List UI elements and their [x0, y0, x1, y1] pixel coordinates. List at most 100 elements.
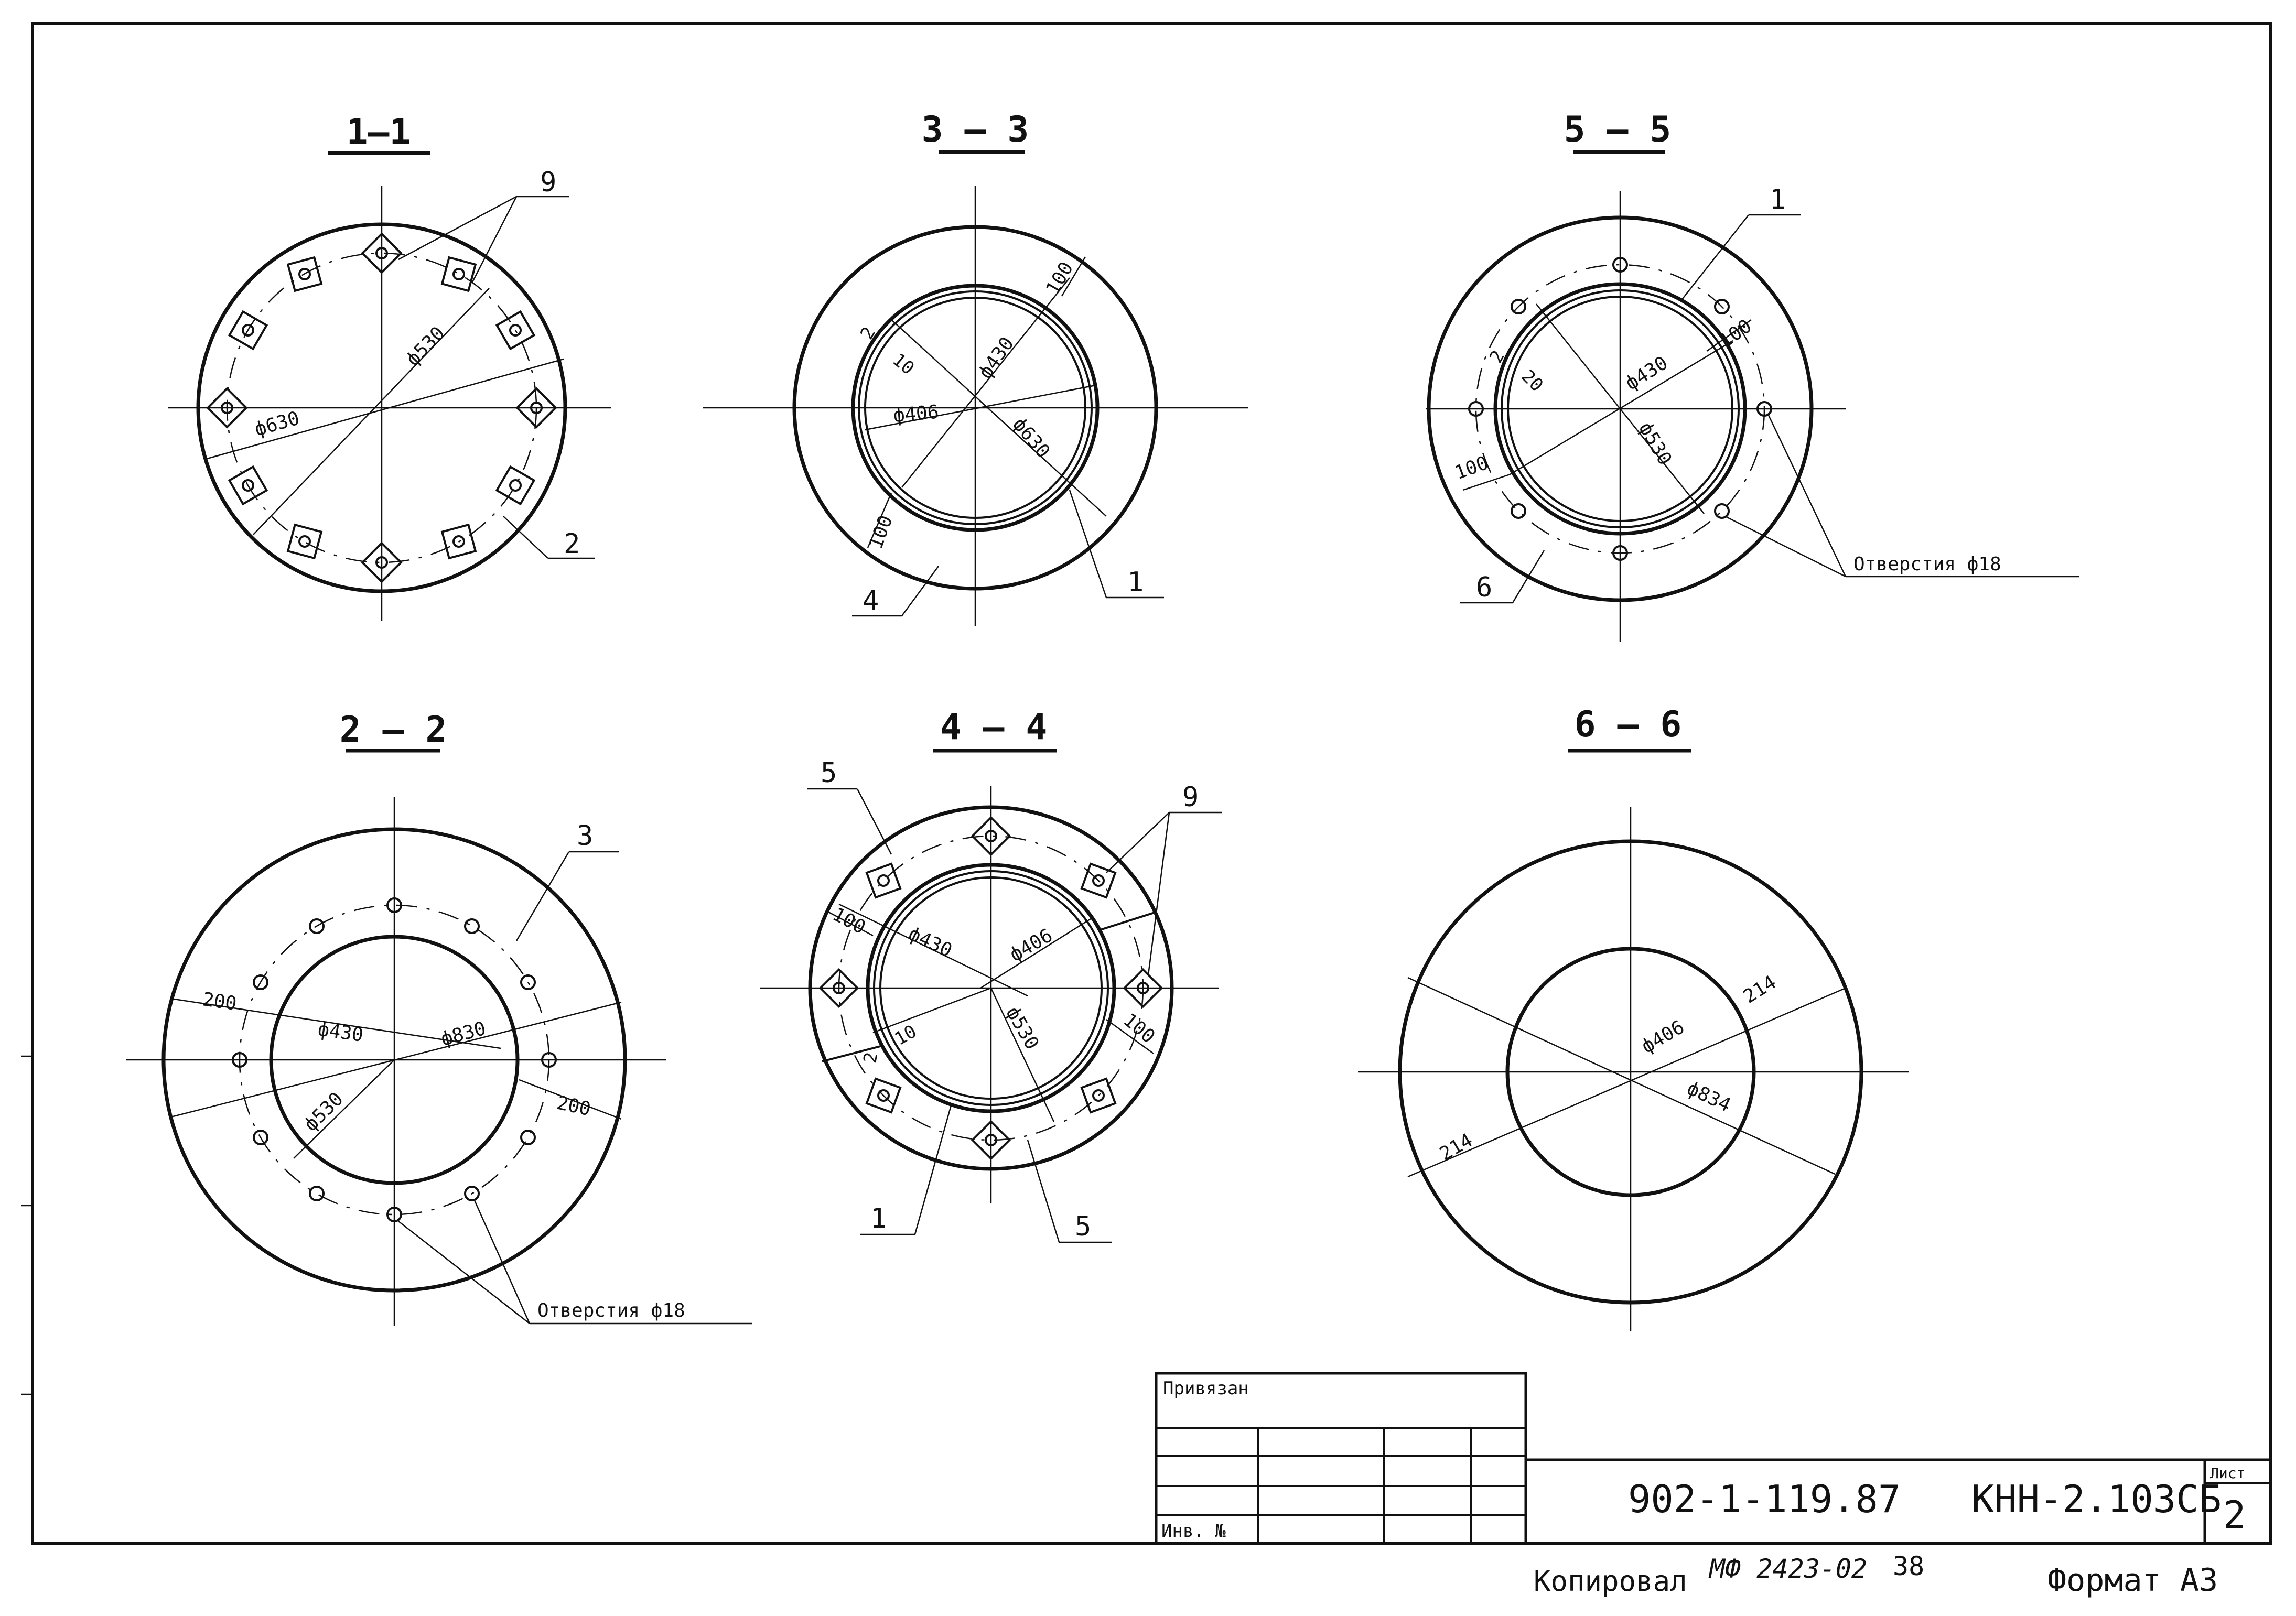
section-title: 5 – 5 — [1564, 109, 1672, 150]
part-number: 9 — [540, 167, 556, 198]
format-label: Формат А3 — [2047, 1562, 2218, 1599]
dim-label: 100 — [1119, 1009, 1159, 1047]
plate-outer — [1398, 839, 1863, 1305]
bolt-set — [206, 232, 557, 583]
dim-line — [838, 903, 1028, 997]
part-number: 2 — [564, 528, 580, 560]
sheet-label: Лист — [2210, 1465, 2245, 1482]
ring-split — [1098, 911, 1157, 931]
dim-line — [865, 384, 1096, 431]
dim-label: 10 — [888, 349, 918, 379]
dim-label: ф430 — [317, 1018, 365, 1046]
pipe-outer — [851, 284, 1100, 532]
section-5-5: 5 – 5 2 20 ф430 100 ф530 100 1 6 — [1426, 109, 2079, 642]
pipe-wall — [858, 290, 1093, 525]
section-title: 2 – 2 — [340, 709, 447, 751]
leader-line — [901, 566, 940, 616]
dim-label: ф630 — [252, 407, 302, 440]
bolt-set — [818, 816, 1163, 1161]
pipe-wall — [873, 870, 1109, 1106]
dim-line — [1407, 977, 1836, 1175]
dim-line — [1510, 340, 1733, 475]
plate-inner — [1505, 947, 1756, 1197]
leader-line — [1724, 515, 1846, 578]
leader-line — [914, 1103, 953, 1235]
part-number: 9 — [1182, 782, 1199, 813]
hole-set — [1468, 257, 1772, 561]
dim-label: ф430 — [975, 333, 1018, 383]
dim-label: ф834 — [1684, 1078, 1734, 1116]
inv-label: Инв. № — [1161, 1521, 1226, 1542]
leader-line — [398, 196, 517, 261]
dim-label: ф406 — [1638, 1016, 1688, 1058]
drawing-frame — [31, 22, 2272, 1545]
leader-line — [1680, 214, 1749, 302]
section-3-3: 3 – 3 100 2 10 ф430 ф406 ф630 100 1 4 — [703, 109, 1248, 626]
dim-label: 20 — [1517, 366, 1547, 396]
footer: Копировал МФ 2423-02 38 Формат А3 — [1534, 1551, 2218, 1599]
title-block: Привязан Инв. № 902-1-119.87 КНН-2.103СБ… — [1155, 1372, 2270, 1545]
section-title: 6 – 6 — [1575, 704, 1682, 745]
bolt-circle — [239, 904, 550, 1216]
part-number: 1 — [870, 1203, 887, 1234]
leader-line — [1106, 812, 1170, 873]
ring-outer — [808, 805, 1174, 1171]
dim-line — [1407, 987, 1846, 1178]
hole-note: Отверстия ф18 — [537, 1300, 685, 1321]
ring-split — [822, 1045, 883, 1062]
dim-label: ф430 — [1622, 352, 1672, 395]
hole-set — [232, 897, 557, 1222]
copied-label: Копировал — [1534, 1565, 1687, 1598]
section-4-4: 4 – 4 100 ф430 ф406 2 10 ф530 — [760, 707, 1222, 1243]
dim-line — [173, 1001, 622, 1118]
ext-line — [828, 911, 874, 937]
bolt-circle — [226, 252, 537, 563]
ring-outer — [1427, 215, 1814, 602]
part-number: 3 — [577, 820, 593, 852]
leader-line — [473, 1200, 531, 1324]
section-title: 3 – 3 — [922, 109, 1029, 150]
dim-label: ф430 — [905, 923, 955, 962]
ext-line — [1061, 256, 1086, 297]
hole-note: Отверстия ф18 — [1853, 554, 2001, 575]
flange-outer — [161, 827, 627, 1293]
section-title: 4 – 4 — [940, 707, 1048, 748]
dim-label: 2 — [859, 1050, 882, 1065]
dim-line — [990, 988, 1055, 1122]
dim-label: ф406 — [892, 402, 940, 427]
leader-line — [515, 851, 570, 941]
ext-line — [1462, 473, 1511, 491]
dim-line — [170, 997, 501, 1049]
privyazan-label: Привязан — [1163, 1378, 1249, 1399]
leader-line — [503, 516, 548, 559]
leader-line — [398, 1221, 530, 1324]
dim-line — [980, 916, 1094, 989]
pipe-inner — [864, 297, 1086, 519]
dim-label: ф530 — [402, 322, 449, 370]
dim-label: 100 — [1452, 452, 1491, 484]
flange-outer — [196, 222, 567, 593]
leader-line — [471, 196, 518, 284]
leader-line — [1147, 812, 1170, 975]
bolt-circle — [838, 835, 1144, 1141]
dim-line — [891, 319, 1107, 517]
part-number: 1 — [1127, 567, 1144, 598]
section-2-2: 2 – 2 200 ф430 ф830 ф530 200 3 Отверстия… — [126, 709, 752, 1326]
dim-line — [207, 358, 564, 460]
ext-line — [1106, 1018, 1154, 1055]
ext-line — [1706, 319, 1752, 352]
leader-line — [1069, 490, 1107, 598]
dim-label: 214 — [1740, 971, 1780, 1007]
dim-label: 200 — [201, 989, 238, 1015]
part-number: 4 — [863, 585, 879, 616]
part-number: 6 — [1476, 572, 1492, 603]
pipe-inner — [1507, 296, 1733, 522]
copy-code: МФ 2423-02 — [1708, 1554, 1867, 1584]
dim-line — [293, 1059, 395, 1159]
section-title: 1–1 — [347, 112, 411, 153]
dim-label: 200 — [555, 1092, 592, 1121]
leader-line — [1767, 414, 1847, 577]
dim-label: ф530 — [1001, 1003, 1043, 1054]
dim-line — [519, 1079, 622, 1120]
bolt-circle — [1475, 264, 1765, 554]
